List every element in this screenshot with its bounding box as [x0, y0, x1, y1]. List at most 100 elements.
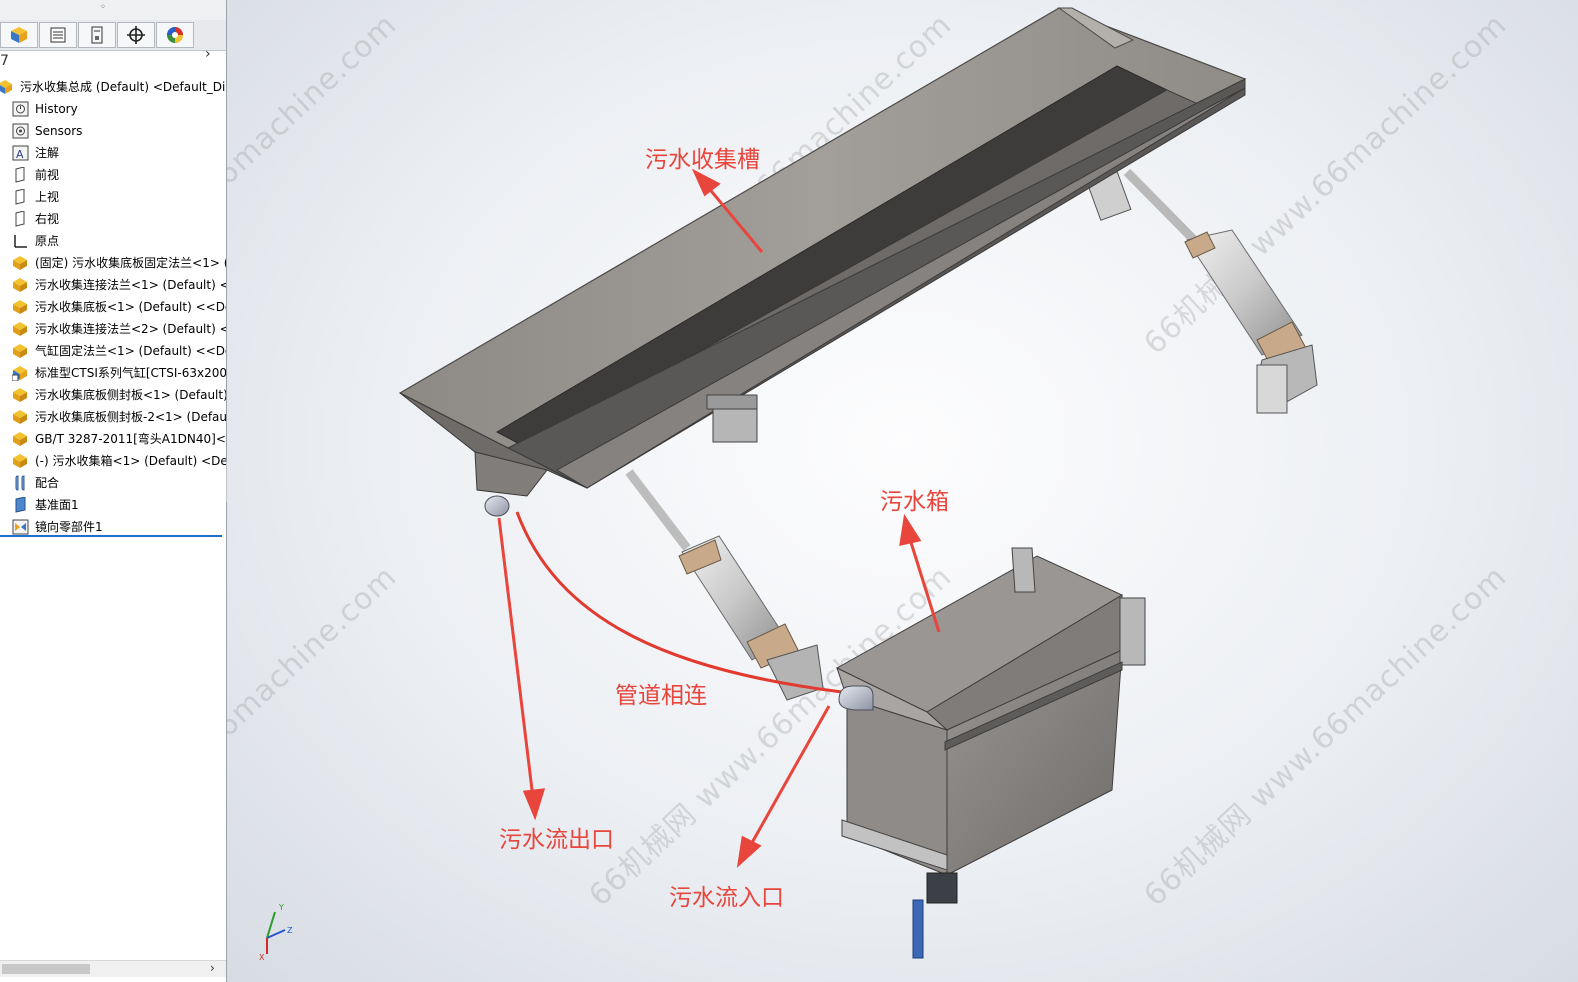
tree-item[interactable]: 污水收集底板侧封板<1> (Default)	[0, 384, 226, 406]
mates-icon	[12, 475, 29, 491]
tree-item-label: 基准面1	[35, 498, 79, 512]
feature-tree-tab[interactable]	[0, 22, 38, 48]
tree-item[interactable]: 镜向零部件1	[0, 516, 226, 538]
tree-item-label: GB/T 3287-2011[弯头A1DN40]<1	[35, 432, 226, 446]
triad-y-label: Y	[278, 903, 284, 912]
outlet-label: 污水流出口	[499, 827, 614, 853]
configuration-icon	[91, 26, 103, 44]
tree-item-label: 污水收集底板侧封板<1> (Default)	[35, 388, 226, 402]
sensors-icon	[12, 123, 29, 139]
tree-item-label: Sensors	[35, 124, 83, 138]
tree-item-label: 污水收集连接法兰<2> (Default) <	[35, 322, 226, 336]
plane-icon	[12, 188, 29, 205]
tree-item-label: History	[35, 102, 78, 116]
plane-icon	[12, 210, 29, 227]
crosshair-icon	[127, 26, 145, 44]
tree-item-label: 污水收集底板侧封板-2<1> (Defaul	[35, 410, 226, 424]
origin-icon	[12, 233, 29, 249]
tree-end-marker	[0, 535, 222, 537]
tree-item-label: 配合	[35, 476, 60, 490]
pipe-label: 管道相连	[615, 683, 707, 709]
tree-item[interactable]: 基准面1	[0, 494, 226, 516]
collection-trough[interactable]	[398, 7, 1247, 517]
tree-item[interactable]: 污水收集底板<1> (Default) <<De	[0, 296, 226, 318]
tree-item[interactable]: 右视	[0, 208, 226, 230]
sewage-tank[interactable]	[835, 547, 1146, 959]
part-icon	[12, 387, 29, 403]
cylinder-middle[interactable]	[625, 469, 824, 701]
feature-tree-icon	[11, 27, 27, 43]
filter-icon[interactable]: 7	[0, 53, 9, 69]
tree-item[interactable]: Sensors	[0, 120, 226, 142]
part-icon	[12, 321, 29, 337]
svg-text:A: A	[16, 148, 24, 161]
pipe-connection-curve	[515, 511, 843, 694]
subassembly-icon	[11, 365, 29, 382]
tree-item-label: 污水收集连接法兰<1> (Default) <	[35, 278, 226, 292]
tree-item-label: 前视	[35, 168, 60, 182]
tree-item[interactable]: 污水收集连接法兰<1> (Default) <	[0, 274, 226, 296]
configuration-manager-tab[interactable]	[78, 22, 116, 48]
tree-item-label: 气缸固定法兰<1> (Default) <<De	[35, 344, 226, 358]
tree-item[interactable]: History	[0, 98, 226, 120]
tree-item[interactable]: (-) 污水收集箱<1> (Default) <Def	[0, 450, 226, 472]
trough-label: 污水收集槽	[645, 147, 760, 173]
tree-item[interactable]: 前视	[0, 164, 226, 186]
tree-item-label: (-) 污水收集箱<1> (Default) <Def	[35, 454, 226, 468]
tree-item[interactable]: 原点	[0, 230, 226, 252]
property-manager-tab[interactable]	[39, 22, 77, 48]
tree-item-label: (固定) 污水收集底板固定法兰<1> (	[35, 256, 226, 270]
part-icon	[12, 409, 29, 425]
triad-x-label: X	[259, 953, 265, 962]
tree-item[interactable]: 污水收集底板侧封板-2<1> (Defaul	[0, 406, 226, 428]
part-icon	[12, 277, 29, 293]
horizontal-scrollbar[interactable]: ›	[0, 960, 226, 977]
tree-item[interactable]: A 注解	[0, 142, 226, 164]
tree-filter-row[interactable]: 7	[0, 52, 226, 76]
tree-item[interactable]: 气缸固定法兰<1> (Default) <<De	[0, 340, 226, 362]
display-manager-tab[interactable]	[156, 22, 194, 48]
tree-item-label: 原点	[35, 234, 60, 248]
tree-item-label: 污水收集总成 (Default) <Default_Displ	[20, 80, 226, 94]
part-icon	[12, 431, 29, 447]
annotation-arrows	[497, 168, 941, 868]
color-wheel-icon	[167, 27, 183, 43]
scroll-right-arrow[interactable]: ›	[210, 961, 215, 975]
tree-item[interactable]: 标准型CTSI系列气缸[CTSI-63x200-	[0, 362, 226, 384]
tree-item-label: 镜向零部件1	[35, 520, 103, 534]
tree-item-label: 注解	[35, 146, 60, 160]
cylinder-right[interactable]	[1086, 168, 1318, 414]
graphics-viewport[interactable]: 66机械网 www.66machine.com 66机械网 www.66mach…	[227, 0, 1578, 982]
plane-icon	[12, 166, 29, 183]
tree-item[interactable]: GB/T 3287-2011[弯头A1DN40]<1	[0, 428, 226, 450]
mirror-component-icon	[12, 519, 29, 535]
history-icon	[12, 101, 29, 117]
tank-label: 污水箱	[880, 489, 949, 515]
part-icon	[12, 255, 29, 271]
part-icon	[12, 343, 29, 359]
tree-item-label: 污水收集底板<1> (Default) <<De	[35, 300, 226, 314]
tree-item-label: 上视	[35, 190, 60, 204]
assembly-icon	[0, 79, 14, 95]
cad-model[interactable]	[227, 0, 1578, 982]
tree-item[interactable]: 污水收集连接法兰<2> (Default) <	[0, 318, 226, 340]
panel-grip[interactable]: ◦	[0, 0, 226, 20]
tree-item[interactable]: 上视	[0, 186, 226, 208]
reference-plane-icon	[12, 496, 29, 513]
panel-tab-bar: ›	[0, 20, 226, 62]
property-list-icon	[50, 27, 66, 43]
tree-item-label: 右视	[35, 212, 60, 226]
inlet-label: 污水流入口	[669, 885, 784, 911]
annotations-icon: A	[12, 145, 29, 161]
reference-triad: Y Z X	[259, 903, 293, 962]
part-icon	[12, 453, 29, 469]
tree-item[interactable]: 配合	[0, 472, 226, 494]
scrollbar-thumb[interactable]	[2, 964, 90, 974]
part-icon	[12, 299, 29, 315]
dimxpert-tab[interactable]	[117, 22, 155, 48]
tree-item[interactable]: 污水收集总成 (Default) <Default_Displ	[0, 76, 226, 98]
chevron-right-icon[interactable]: ›	[205, 46, 211, 62]
grip-dot: ◦	[100, 2, 106, 13]
tree-item[interactable]: (固定) 污水收集底板固定法兰<1> (	[0, 252, 226, 274]
